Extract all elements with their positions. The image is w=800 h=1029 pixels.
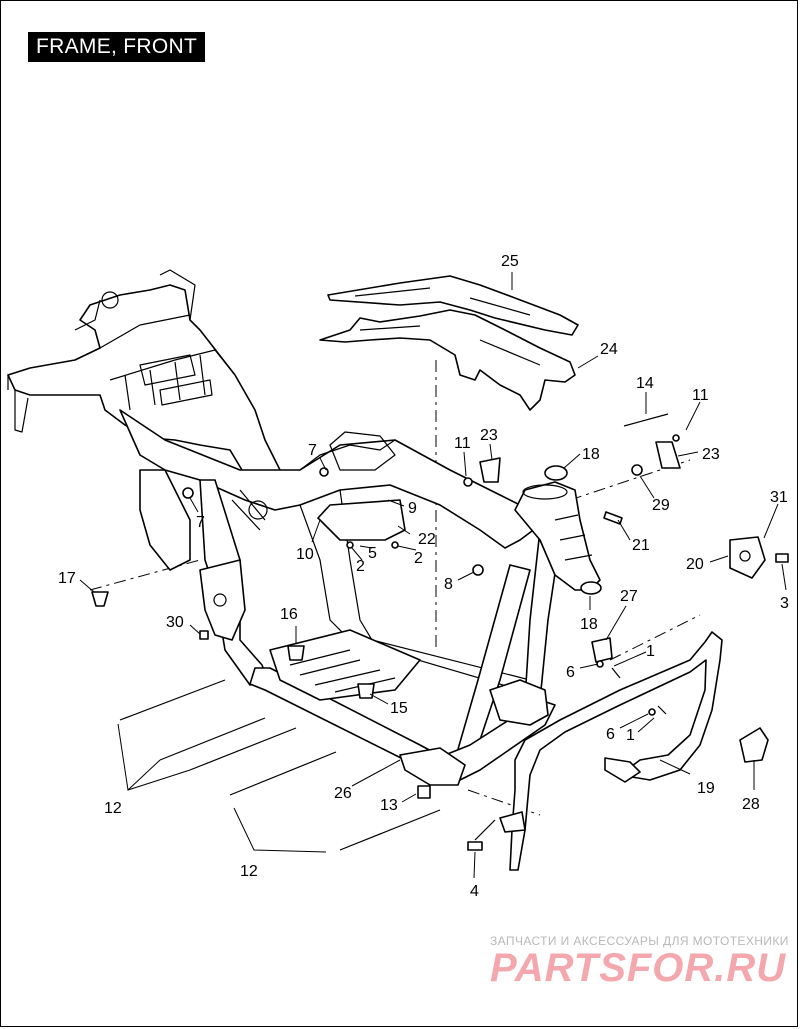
- callout-10: 10: [296, 546, 314, 563]
- callout-28: 28: [742, 796, 760, 813]
- callout-29: 29: [652, 497, 670, 514]
- watermark-logo: PARTSFOR.RU: [490, 946, 787, 990]
- callout-30: 30: [166, 614, 184, 631]
- callout-4: 4: [470, 883, 479, 900]
- callout-13: 13: [380, 797, 398, 814]
- callout-9: 9: [408, 500, 417, 517]
- frame-covers: [319, 275, 579, 411]
- callout-26: 26: [334, 785, 352, 802]
- callout-5: 5: [368, 545, 377, 562]
- callout-18: 18: [580, 616, 598, 633]
- callout-2: 2: [414, 550, 423, 567]
- callout-16: 16: [280, 606, 298, 623]
- engine-guard: [499, 631, 723, 871]
- leader-lines: [79, 272, 787, 879]
- callout-8: 8: [444, 576, 453, 593]
- callout-6: 6: [566, 664, 575, 681]
- callout-24: 24: [600, 341, 618, 358]
- callout-1: 1: [646, 643, 655, 660]
- callout-19: 19: [697, 780, 715, 797]
- callout-22: 22: [418, 531, 436, 548]
- callout-15: 15: [390, 700, 408, 717]
- watermark-subtitle: ЗАПЧАСТИ И АКСЕССУАРЫ ДЛЯ МОТОТЕХНИКИ: [490, 934, 789, 948]
- callout-3: 3: [780, 595, 789, 612]
- callout-14: 14: [636, 375, 654, 392]
- callout-2: 2: [356, 558, 365, 575]
- callout-17: 17: [58, 570, 76, 587]
- callout-12: 12: [240, 863, 258, 880]
- main-frame: [119, 409, 601, 786]
- callout-20: 20: [686, 556, 704, 573]
- callout-7: 7: [196, 514, 205, 531]
- callout-11: 11: [692, 387, 709, 404]
- page-title: FRAME, FRONT: [28, 32, 206, 62]
- hardware-parts: [91, 413, 789, 851]
- callout-18: 18: [582, 446, 600, 463]
- callout-21: 21: [632, 537, 650, 554]
- callout-25: 25: [501, 253, 519, 270]
- callout-23: 23: [702, 446, 720, 463]
- callout-12: 12: [104, 800, 122, 817]
- callout-1: 1: [626, 727, 635, 744]
- callout-7: 7: [308, 442, 317, 459]
- rear-frame-section: [7, 269, 281, 476]
- callout-23: 23: [480, 427, 498, 444]
- callout-27: 27: [620, 588, 638, 605]
- callouts: 25 24 14 11 23 11 23 18 29 21 31 20 3 8 …: [58, 253, 789, 900]
- callout-11: 11: [454, 435, 471, 452]
- callout-6: 6: [606, 726, 615, 743]
- callout-31: 31: [770, 489, 788, 506]
